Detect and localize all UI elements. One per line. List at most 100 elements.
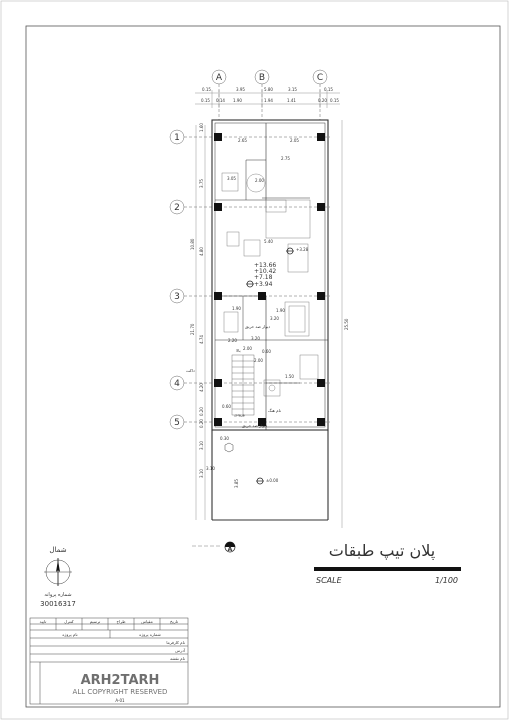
room-dim-2: 2.75 [281,156,290,161]
tb-rights: ALL COPYRIGHT RESERVED [73,688,168,696]
dim-top-inner-4: 1.41 [287,98,296,103]
building-walls [211,119,329,521]
dim-left-0: 1.60 [199,123,204,132]
permit-number: 30016317 [40,600,76,608]
level-3: +3.94 [254,281,273,288]
tb-header-2: طراح [116,619,125,624]
level-secondary-1: ±0.00 [266,478,279,483]
dim-top-inner-5: 0.20 [318,98,327,103]
room-dim-12: 0.60 [262,349,271,354]
dim-top-inner-3: 1.94 [264,98,273,103]
furniture [221,172,319,397]
room-dim-0: 2.65 [238,138,247,143]
room-dim-16: 3.10 [206,466,215,471]
section-hex-marker [224,442,234,453]
grid-label-a: A [216,73,223,83]
north-caption: شماره پروانه [44,592,71,598]
dim-top-outer-2: 5.80 [264,87,273,92]
level-markers [246,247,294,485]
dim-top-outer-4: 0.15 [324,87,333,92]
level-1: +10.42 [254,268,276,275]
room-dim-13: 2.20 [228,338,237,343]
dim-left-1: 3.75 [199,179,204,188]
grid-label-3: 3 [174,292,180,302]
dim-left-2: 4.80 [199,247,204,256]
tb-header-4: کنترل [64,619,74,624]
dim-top-inner-0: 0.15 [201,98,210,103]
inner-border [25,25,501,708]
grid-label-b: B [259,73,265,83]
dim-top-outer-1: 3.95 [236,87,245,92]
dim-left-3: 4.74 [199,335,204,344]
tb-header-3: ترسیم [90,619,101,624]
room-dim-15: 0.60 [222,404,231,409]
tb-row2-0: شماره پروژه [139,632,161,637]
scale-value: 1/100 [435,576,458,585]
annotation-fire-escape: دیوار ضد حریق [245,324,270,329]
annotation-fire-escape-2: دیوار ضد حریق [242,423,267,428]
room-dim-5: 5.40 [264,239,273,244]
dim-left-8: 3.10 [199,469,204,478]
tb-sheet-no: A-01 [115,698,125,703]
room-dim-1: 2.05 [290,138,299,143]
grid-label-1: 1 [174,133,180,143]
level-2: +7.18 [254,274,273,281]
tb-row5: نام نقشه [170,656,185,661]
tb-header-0: تاریخ [170,619,178,624]
room-dim-8: 1.90 [276,308,285,313]
grid-label-5: 5 [174,418,180,428]
level-0: +13.66 [254,262,276,269]
title-underline [314,567,461,571]
dim-top-inner-1: 0.14 [216,98,225,103]
north-arrow-icon [44,558,72,586]
tb-brand: ARH2TARH [81,673,160,688]
room-dim-18: 3.85 [234,479,239,488]
section-mark-label: A [228,546,233,553]
dimension-lines-top [195,90,340,108]
dimension-lines-left [195,125,206,520]
stair-up-label: بالا [236,348,241,353]
grid-label-4: 4 [174,379,180,389]
room-dim-9: 3.20 [251,336,260,341]
room-dim-11: 2.00 [243,346,252,351]
grid-columns [211,69,328,120]
tb-row4: آدرس [175,648,186,653]
dim-left-outer-1: 21.70 [190,323,195,335]
dim-left-4: 4.20 [199,383,204,392]
tb-header-5: تایید [40,619,47,624]
annotation-terrace: داکت [186,368,195,373]
room-dim-14: 2.00 [254,358,263,363]
tb-header-1: مقیاس [141,619,152,624]
title-block [29,617,189,705]
room-dim-10: 1.50 [285,374,294,379]
dim-left-outer-0: 10.80 [190,238,195,250]
room-dim-6: 3.20 [270,316,279,321]
grid-label-c: C [317,73,323,83]
room-dim-7: 1.90 [232,306,241,311]
grid-rows [169,129,330,430]
dim-top-inner-2: 1.90 [233,98,242,103]
dim-top-inner-6: 0.15 [330,98,339,103]
level-secondary-0: +3.28 [296,247,309,252]
dim-top-outer-0: 0.15 [202,87,211,92]
north-label: شمال [49,546,66,554]
annotation-shaft: نام هنگ [268,408,281,413]
room-dim-4: 2.00 [255,178,264,183]
structural-columns [214,133,325,426]
dim-top-outer-3: 3.15 [288,87,297,92]
dim-left-5: 0.20 [199,407,204,416]
room-dim-3: 3.05 [227,176,236,181]
scale-label: SCALE [316,576,343,585]
dim-right-total: 25.50 [344,318,349,330]
dim-left-7: 3.10 [199,441,204,450]
tb-row2-1: نام پروژه [62,632,77,637]
dim-left-6: 0.20 [199,419,204,428]
tb-row3: نام کارفرما [166,640,185,645]
grid-label-2: 2 [174,203,180,213]
stair [231,354,255,416]
annotation-entrance: ورودی [234,412,245,417]
section-mark [192,541,236,553]
room-dim-17: 0.30 [220,436,229,441]
